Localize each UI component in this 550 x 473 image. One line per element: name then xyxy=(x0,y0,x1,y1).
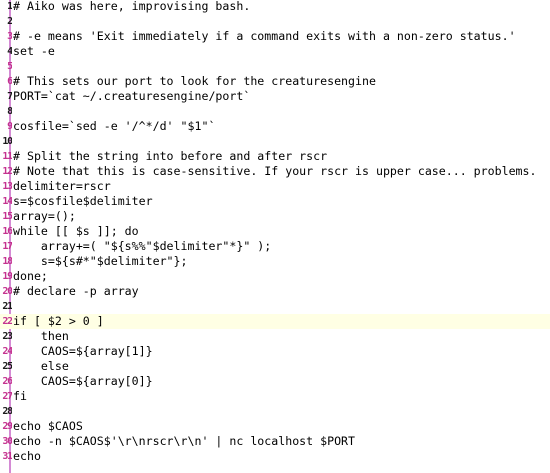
code-line[interactable]: 20# declare -p array xyxy=(0,284,550,299)
code-line[interactable]: 8 xyxy=(0,104,550,119)
code-text[interactable]: # -e means 'Exit immediately if a comman… xyxy=(13,29,516,43)
line-number: 22 xyxy=(2,316,12,327)
line-number: 9 xyxy=(7,121,12,132)
line-number: 6 xyxy=(7,76,12,87)
line-number: 7 xyxy=(7,91,12,102)
line-number: 26 xyxy=(2,376,12,387)
line-number: 1 xyxy=(7,1,12,12)
code-line[interactable]: 10 xyxy=(0,134,550,149)
code-text[interactable]: # Split the string into before and after… xyxy=(13,149,328,163)
line-number: 10 xyxy=(2,136,12,147)
line-number: 18 xyxy=(2,256,12,267)
line-number: 24 xyxy=(2,346,12,357)
code-line[interactable]: 24 CAOS=${array[1]} xyxy=(0,344,550,359)
code-line[interactable]: 6# This sets our port to look for the cr… xyxy=(0,74,550,89)
code-text[interactable]: if [ $2 > 0 ] xyxy=(13,314,104,328)
code-text[interactable]: PORT=`cat ~/.creaturesengine/port` xyxy=(13,89,251,103)
line-number: 29 xyxy=(2,421,12,432)
code-text[interactable]: s=${s#*"$delimiter"}; xyxy=(13,254,188,268)
code-text[interactable]: delimiter=rscr xyxy=(13,179,111,193)
code-line[interactable]: 23 then xyxy=(0,329,550,344)
code-line[interactable]: 28 xyxy=(0,404,550,419)
line-number: 31 xyxy=(2,451,12,462)
code-line[interactable]: 2 xyxy=(0,14,550,29)
code-text[interactable]: CAOS=${array[0]} xyxy=(13,374,153,388)
line-number: 28 xyxy=(2,406,12,417)
line-number: 30 xyxy=(2,436,12,447)
line-number: 23 xyxy=(2,331,12,342)
code-line[interactable]: 18 s=${s#*"$delimiter"}; xyxy=(0,254,550,269)
code-text[interactable]: set -e xyxy=(13,44,55,58)
code-text[interactable]: fi xyxy=(13,389,27,403)
code-text[interactable]: done; xyxy=(13,269,48,283)
line-number: 17 xyxy=(2,241,12,252)
line-number: 5 xyxy=(7,61,12,72)
code-line[interactable]: 3# -e means 'Exit immediately if a comma… xyxy=(0,29,550,44)
code-line[interactable]: 25 else xyxy=(0,359,550,374)
line-number: 12 xyxy=(2,166,12,177)
code-text[interactable]: else xyxy=(13,359,69,373)
line-number: 19 xyxy=(2,271,12,282)
line-number: 21 xyxy=(2,301,12,312)
code-text[interactable]: cosfile=`sed -e '/^*/d' "$1"` xyxy=(13,119,216,133)
line-number: 27 xyxy=(2,391,12,402)
line-number: 25 xyxy=(2,361,12,372)
line-number: 11 xyxy=(2,151,12,162)
line-number: 14 xyxy=(2,196,12,207)
code-text[interactable]: s=$cosfile$delimiter xyxy=(13,194,153,208)
line-number: 3 xyxy=(7,31,12,42)
line-number: 16 xyxy=(2,226,12,237)
code-line[interactable]: 5 xyxy=(0,59,550,74)
code-text[interactable]: # declare -p array xyxy=(13,284,139,298)
code-text[interactable]: CAOS=${array[1]} xyxy=(13,344,153,358)
code-line[interactable]: 1# Aiko was here, improvising bash. xyxy=(0,0,550,14)
code-line[interactable]: 26 CAOS=${array[0]} xyxy=(0,374,550,389)
code-text[interactable]: array=(); xyxy=(13,209,76,223)
line-number: 4 xyxy=(7,46,12,57)
fold-margin xyxy=(9,0,11,473)
line-number-gutter xyxy=(0,0,9,473)
code-line[interactable]: 21 xyxy=(0,299,550,314)
code-line[interactable]: 11# Split the string into before and aft… xyxy=(0,149,550,164)
code-text[interactable]: echo xyxy=(13,449,41,463)
code-text[interactable]: array+=( "${s%%"$delimiter"*}" ); xyxy=(13,239,272,253)
line-number: 2 xyxy=(7,16,12,27)
line-number: 15 xyxy=(2,211,12,222)
line-number: 20 xyxy=(2,286,12,297)
code-text[interactable]: while [[ $s ]]; do xyxy=(13,224,139,238)
code-text[interactable]: # Note that this is case-sensitive. If y… xyxy=(13,164,537,178)
line-number: 8 xyxy=(7,106,12,117)
code-line[interactable]: 12# Note that this is case-sensitive. If… xyxy=(0,164,550,179)
code-text[interactable]: echo -n $CAOS$'\r\nrscr\r\n' | nc localh… xyxy=(13,434,356,448)
code-text[interactable]: then xyxy=(13,329,69,343)
code-line[interactable]: 17 array+=( "${s%%"$delimiter"*}" ); xyxy=(0,239,550,254)
code-text[interactable]: # This sets our port to look for the cre… xyxy=(13,74,376,88)
code-text[interactable]: # Aiko was here, improvising bash. xyxy=(13,0,251,13)
code-text[interactable]: echo $CAOS xyxy=(13,419,83,433)
line-number: 13 xyxy=(2,181,12,192)
